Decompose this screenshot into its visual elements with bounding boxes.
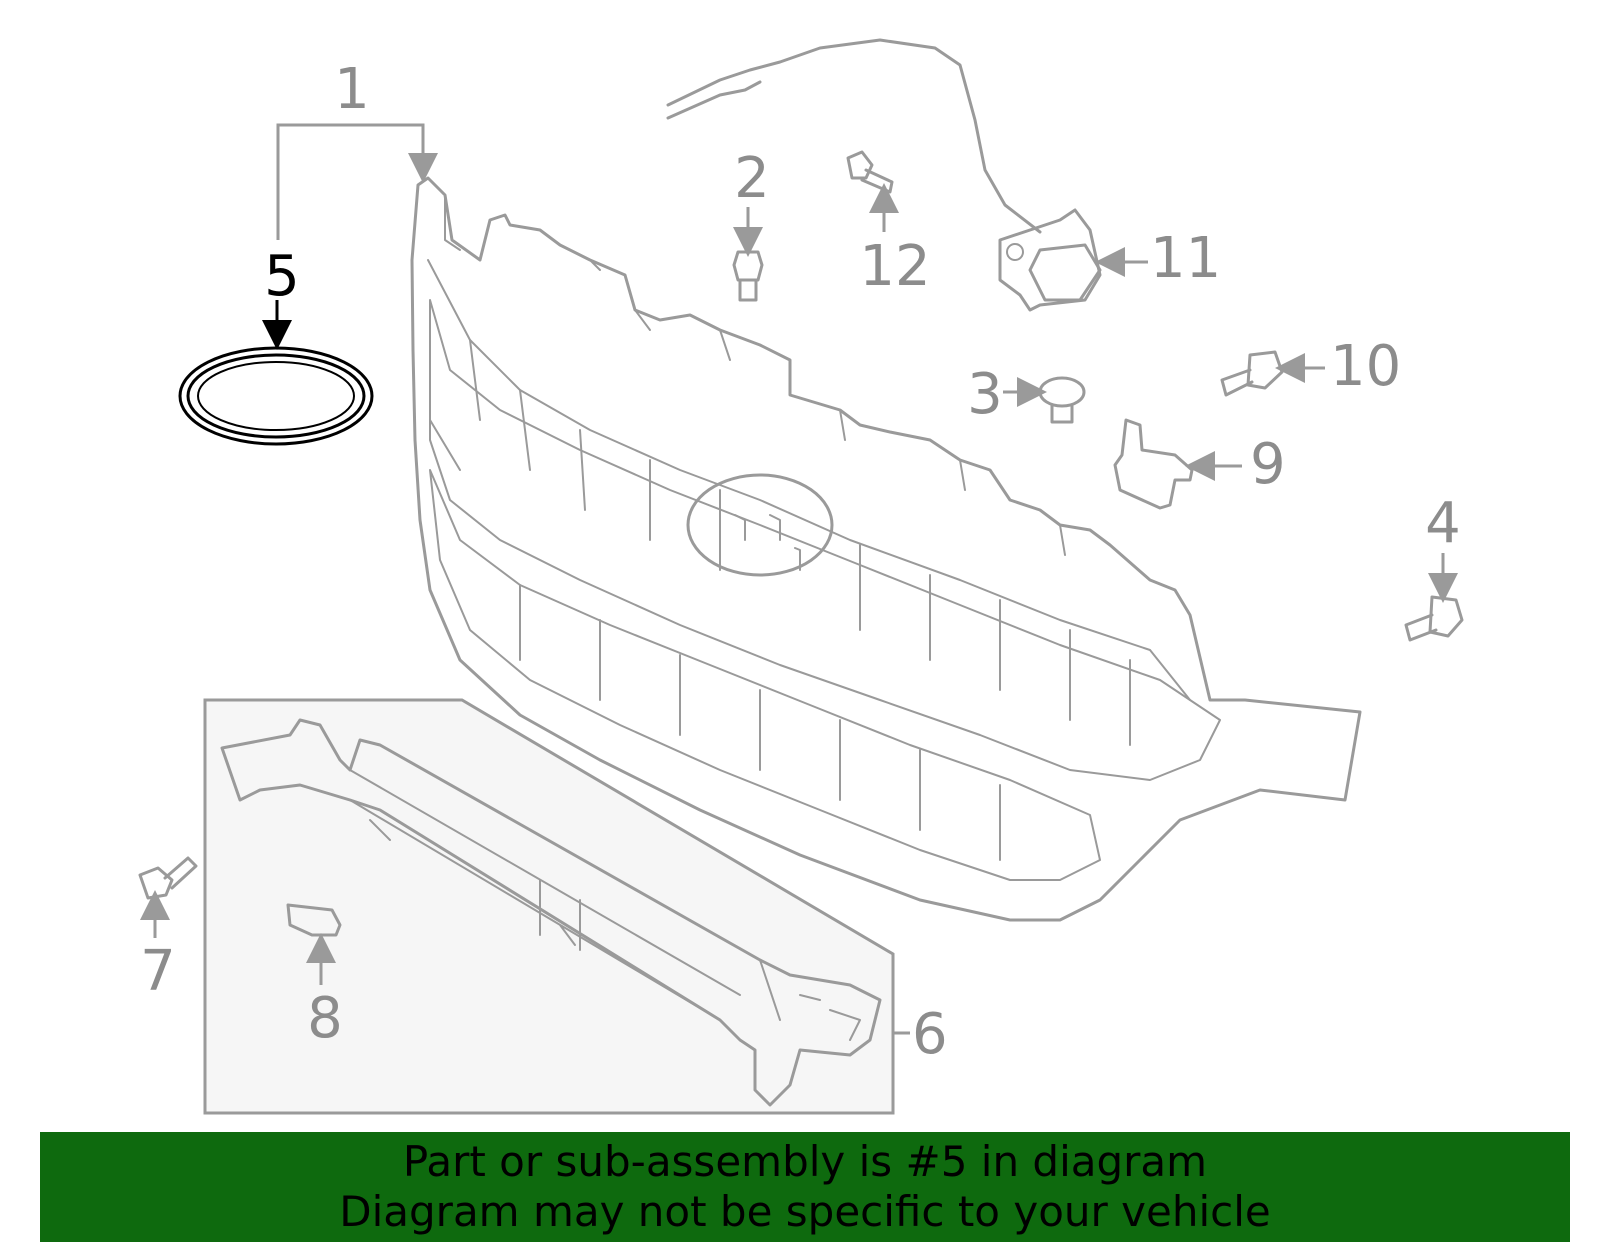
callout-11: 11 <box>1150 226 1221 291</box>
part-7-screw <box>138 856 198 900</box>
banner-line-2: Diagram may not be specific to your vehi… <box>339 1187 1271 1236</box>
callout-9: 9 <box>1250 432 1286 497</box>
part-4-screw <box>1404 595 1464 642</box>
callout-10: 10 <box>1330 334 1401 399</box>
part-3-clip <box>1038 376 1086 424</box>
callout-4: 4 <box>1425 491 1461 556</box>
callout-1: 1 <box>334 57 370 122</box>
part-10-screw <box>1220 350 1284 397</box>
callout-2: 2 <box>734 146 770 211</box>
banner-line-1: Part or sub-assembly is #5 in diagram <box>402 1137 1208 1186</box>
part-12-screw <box>846 150 894 194</box>
callout-8: 8 <box>307 986 343 1051</box>
part-5-emblem[interactable] <box>178 346 374 446</box>
part-9-bracket <box>1113 418 1194 510</box>
callout-6: 6 <box>912 1002 948 1067</box>
callout-5[interactable]: 5 <box>264 244 300 309</box>
info-banner: Part or sub-assembly is #5 in diagram Di… <box>40 1132 1570 1242</box>
part-8-clip <box>286 903 342 937</box>
callout-7: 7 <box>140 939 176 1004</box>
part-11-camera <box>666 38 1102 312</box>
callout-12: 12 <box>859 234 930 299</box>
grille-assembly <box>410 176 1362 922</box>
leader-lines <box>140 123 1458 1035</box>
grille-support <box>220 718 882 1107</box>
callout-3: 3 <box>967 362 1003 427</box>
part-2-screw <box>732 250 764 302</box>
